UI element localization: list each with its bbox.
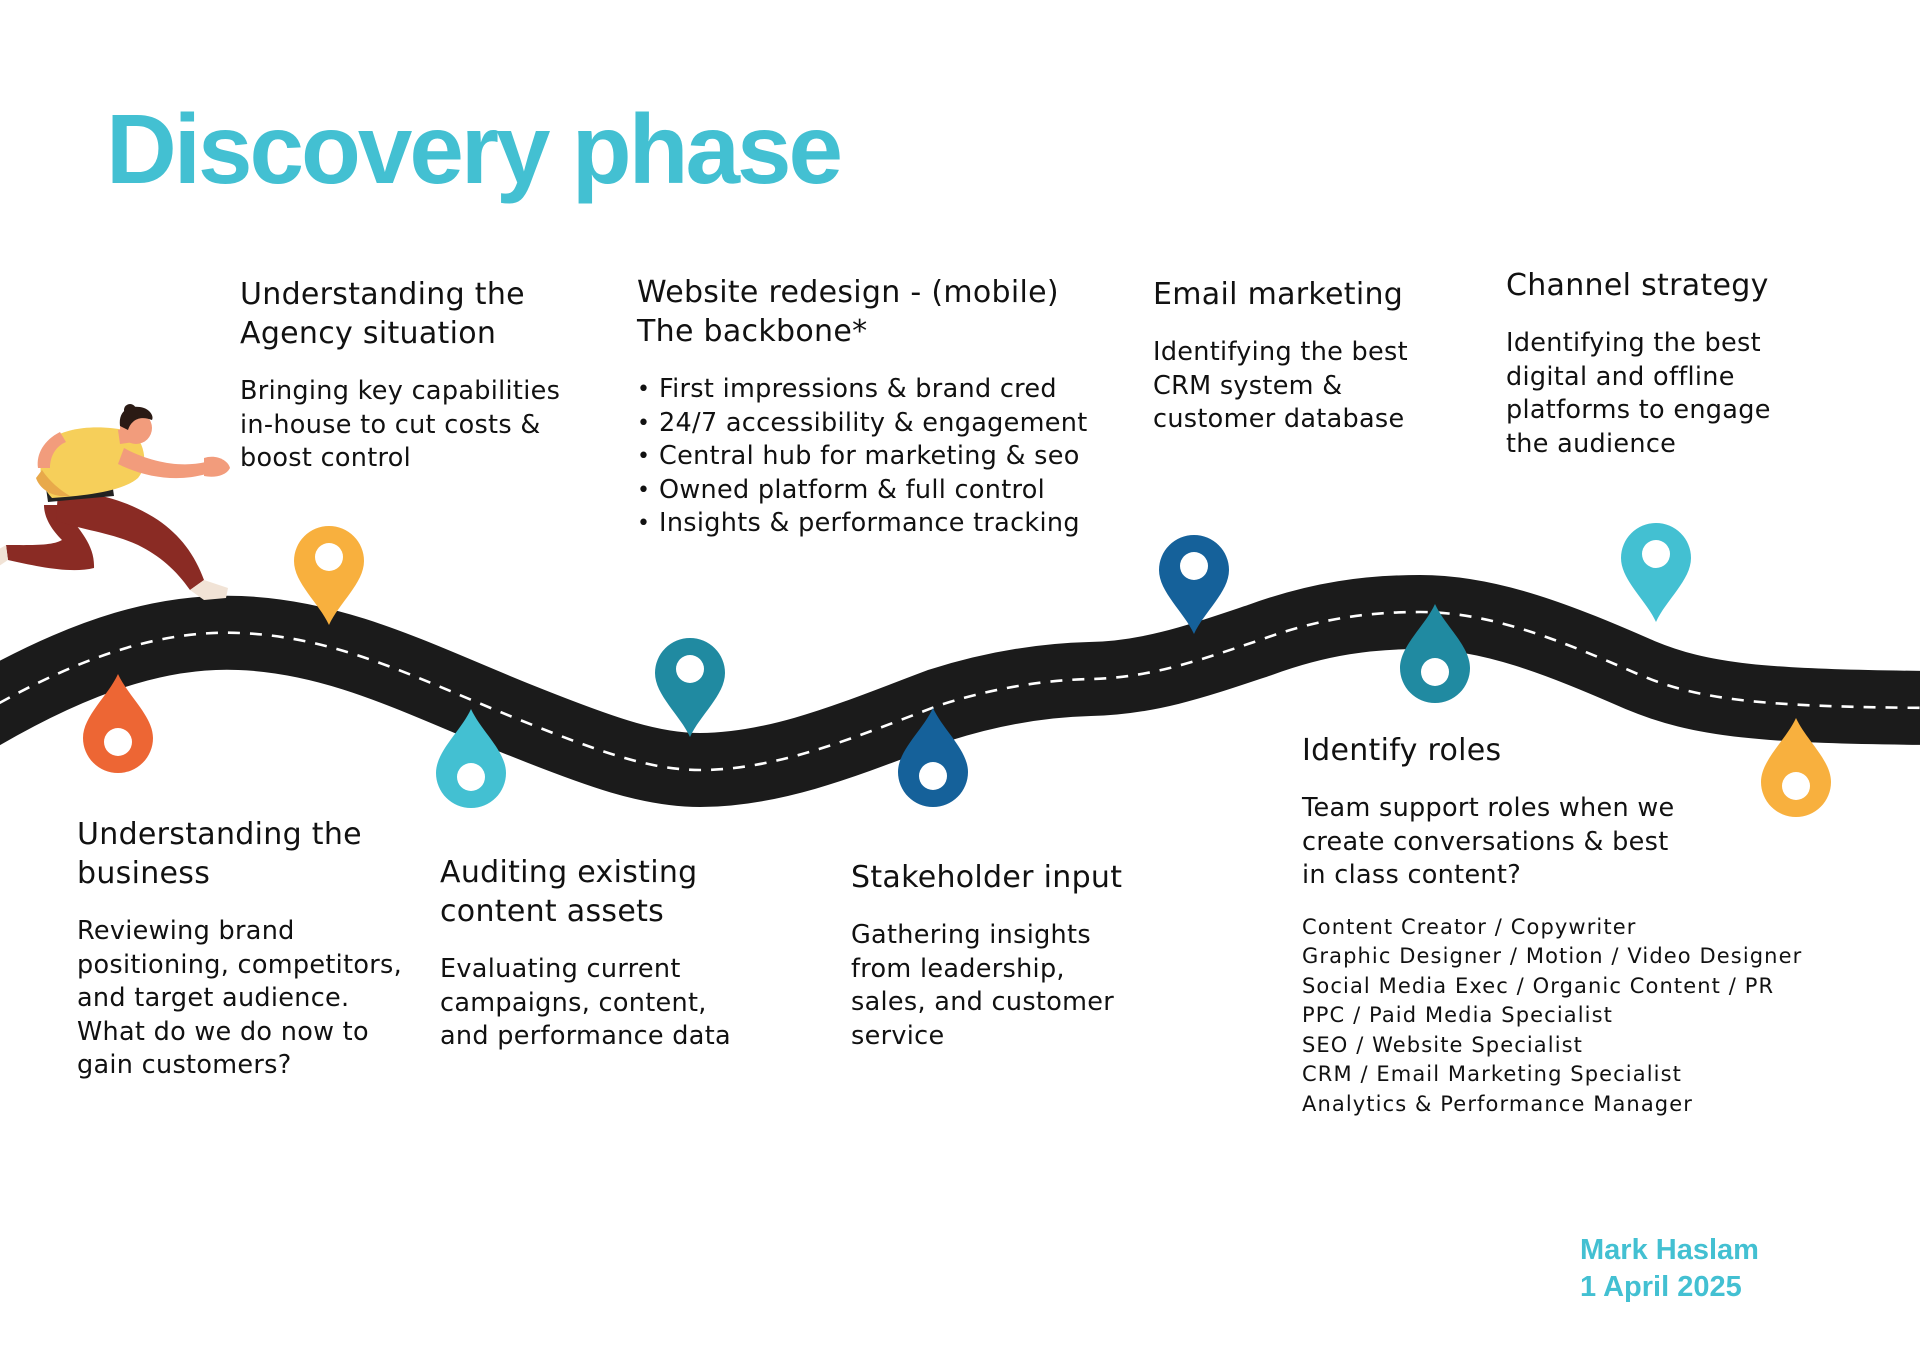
author-signature: Mark Haslam 1 April 2025 [1580,1232,1759,1306]
torso-shade [36,470,70,497]
location-pin-icon [294,526,364,625]
front-leg [56,491,204,590]
milestone-website-redesign: Website redesign - (mobile) The backbone… [637,273,1088,541]
pin-hole [919,762,947,790]
milestone-heading: Understanding the business [77,817,362,891]
bullet-item: Owned platform & full control [637,474,1088,508]
milestone-auditing-content: Auditing existing content assets Evaluat… [440,853,731,1054]
drop-pin-icon [1400,604,1470,703]
pin-hole [457,763,485,791]
milestone-description: Team support roles when we create conver… [1302,793,1675,890]
milestone-heading: Website redesign - (mobile) The backbone… [637,275,1059,349]
drop-pin-icon [83,674,153,773]
winding-road [0,574,1920,808]
drop-pin-shape [83,674,153,773]
drop-pin-icon [898,708,968,807]
milestone-description: Reviewing brand positioning, competitors… [77,916,403,1080]
milestone-description: Evaluating current campaigns, content, a… [440,954,731,1051]
front-arm [118,448,206,479]
drop-pin-icon [1761,718,1831,817]
location-pin-icon [655,638,725,737]
role-item: Graphic Designer / Motion / Video Design… [1302,944,1803,968]
pin-hole [315,543,343,571]
drop-pin-shape [1761,718,1831,817]
bullet-list: First impressions & brand cred 24/7 acce… [637,373,1088,541]
location-pin-shape [1621,523,1691,622]
hair-bun [124,404,136,416]
milestone-heading: Identify roles [1302,733,1502,768]
bullet-item: Central hub for marketing & seo [637,440,1088,474]
milestone-description: Identifying the best CRM system & custom… [1153,337,1408,434]
milestone-heading: Understanding the Agency situation [240,277,525,351]
pin-hole [676,655,704,683]
role-item: SEO / Website Specialist [1302,1032,1584,1057]
pin-hole [1180,552,1208,580]
milestone-description: Identifying the best digital and offline… [1506,328,1771,459]
roles-list: Content Creator / Copywriter Graphic Des… [1302,913,1802,1120]
milestone-identify-roles: Identify roles Team support roles when w… [1302,731,1802,1119]
milestone-heading: Channel strategy [1506,268,1769,303]
milestone-heading: Email marketing [1153,277,1404,312]
role-item: PPC / Paid Media Specialist [1302,1003,1613,1027]
hand [204,456,230,477]
milestone-email-marketing: Email marketing Identifying the best CRM… [1153,275,1408,437]
road-center-dashes [0,610,1920,772]
bullet-item: 24/7 accessibility & engagement [637,407,1088,441]
back-arm [37,432,66,468]
drop-pin-icon [436,709,506,808]
bullet-item: First impressions & brand cred [637,373,1088,407]
location-pin-shape [655,638,725,737]
location-pin-icon [1159,535,1229,634]
milestone-description: Gathering insights from leadership, sale… [851,920,1115,1051]
role-item: Social Media Exec / Organic Content / PR [1302,973,1775,998]
back-shoe [0,545,8,566]
drop-pin-shape [436,709,506,808]
pin-hole [1782,772,1810,800]
milestone-understanding-business: Understanding the business Reviewing bra… [77,815,402,1083]
author-name: Mark Haslam [1580,1234,1759,1266]
pin-hole [1642,540,1670,568]
pin-hole [104,728,132,756]
milestone-description: Bringing key capabilities in-house to cu… [240,376,561,473]
bullet-item: Insights & performance tracking [637,507,1088,541]
milestone-heading: Stakeholder input [851,860,1123,895]
author-date: 1 April 2025 [1580,1271,1742,1303]
location-pin-icon [1621,523,1691,622]
location-pin-shape [294,526,364,625]
pin-hole [1421,658,1449,686]
torso-shirt [40,427,145,498]
location-pin-shape [1159,535,1229,634]
drop-pin-shape [898,708,968,807]
milestone-agency-situation: Understanding the Agency situation Bring… [240,275,560,476]
role-item: CRM / Email Marketing Specialist [1302,1062,1682,1086]
page-title: Discovery phase [106,94,843,204]
role-item: Analytics & Performance Manager [1302,1091,1693,1116]
milestone-heading: Auditing existing content assets [440,855,698,929]
front-shoe [190,580,228,600]
running-person-illustration [0,404,230,600]
milestone-stakeholder-input: Stakeholder input Gathering insights fro… [851,858,1122,1053]
milestone-channel-strategy: Channel strategy Identifying the best di… [1506,266,1771,461]
role-item: Content Creator / Copywriter [1302,914,1637,939]
drop-pin-shape [1400,604,1470,703]
